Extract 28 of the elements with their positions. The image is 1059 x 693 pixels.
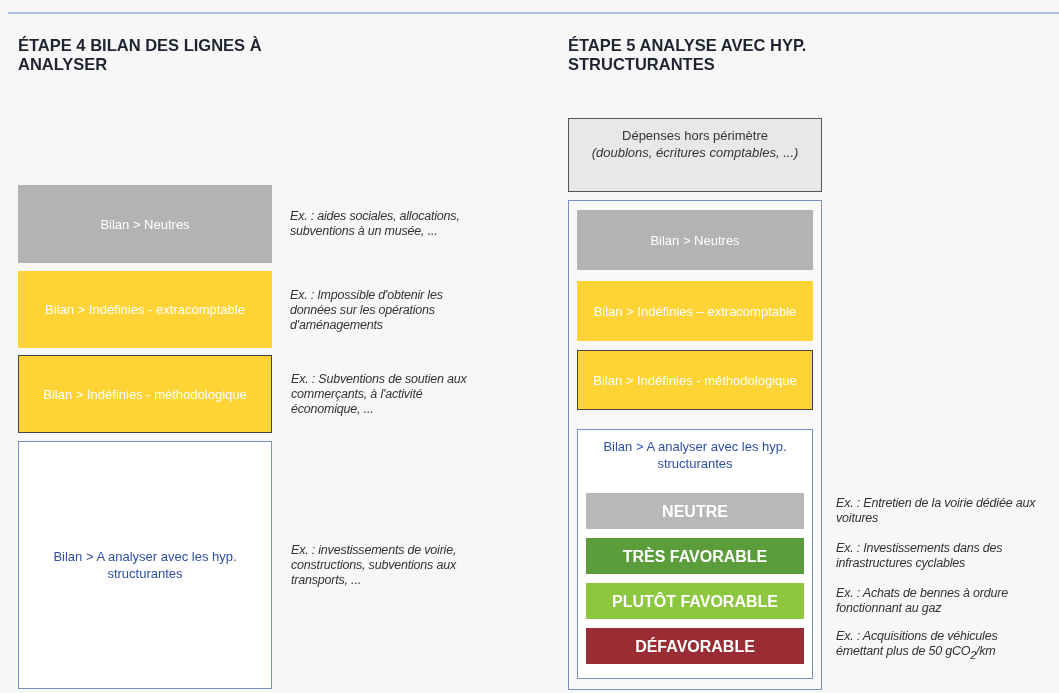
step-heading: ÉTAPE 4 BILAN DES LIGNES À ANALYSER	[18, 36, 263, 74]
box-label: Bilan > Neutres	[100, 215, 190, 233]
box-label: Bilan > Indéfinies – extracomptable	[593, 302, 797, 320]
box-label: Bilan > Indéfinies - méthodologique	[43, 385, 247, 403]
box-label: Bilan > Indéfinies - méthodologique	[593, 371, 797, 389]
box-label: Bilan > A analyser avec les hyp. structurantes	[52, 548, 238, 582]
box-label: Bilan > Neutres	[650, 231, 740, 249]
box-label: Bilan > A analyser avec les hyp. structurantes	[602, 438, 788, 472]
box-label: Dépenses hors périmètre	[622, 127, 768, 144]
example-note: Ex. : investissements de voirie, constructions, subventions aux transports, ...	[291, 542, 458, 588]
category-box	[577, 281, 813, 341]
step-heading: ÉTAPE 5 ANALYSE AVEC HYP. STRUCTURANTES	[568, 36, 808, 74]
example-note: Ex. : Investissements dans des infrastructures cyclables	[836, 541, 1004, 571]
box-label: PLUTÔT FAVORABLE	[612, 592, 778, 610]
example-note: Ex. : Impossible d'obtenir les données sur les opérations d'aménagements	[290, 287, 444, 332]
box-label: DÉFAVORABLE	[635, 637, 755, 655]
category-box	[568, 118, 822, 192]
example-note: Ex. : Entretien de la voirie dédiée aux voitures	[836, 496, 1037, 526]
example-note: Ex. : aides sociales, allocations, subventions à un musée, ...	[290, 209, 461, 239]
box-label: NEUTRE	[662, 502, 728, 520]
box-label: (doublons, écritures comptables, ...)	[591, 144, 799, 161]
box-label: Bilan > Indéfinies - extracomptable	[45, 301, 245, 318]
box-label: TRÈS FAVORABLE	[622, 547, 768, 565]
example-note: Ex. : Achats de bennes à ordure fonctionnant au gaz	[836, 586, 1009, 616]
example-note: Ex. : Acquisitions de véhicules émettant plus de 50 gCO$_{2}$/km	[836, 629, 999, 663]
example-note: Ex. : Subventions de soutien aux commerçants, à l'activité économique, ...	[291, 371, 468, 417]
category-box	[577, 350, 813, 410]
category-box	[577, 210, 813, 270]
